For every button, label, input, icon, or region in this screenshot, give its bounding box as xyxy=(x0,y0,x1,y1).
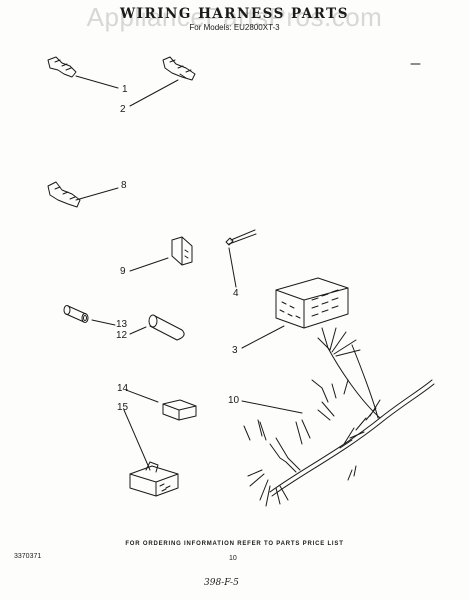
ordering-note: FOR ORDERING INFORMATION REFER TO PARTS … xyxy=(125,541,344,547)
leader-10 xyxy=(241,400,303,414)
leader-3 xyxy=(241,325,285,349)
part-4-tie xyxy=(225,229,257,246)
part-12-tube xyxy=(148,314,185,341)
part-15-connector xyxy=(129,461,179,497)
diagram-title: WIRING HARNESS PARTS xyxy=(120,6,349,22)
watermark: AppliancePartsPros.com xyxy=(86,2,383,32)
page-number: 10 xyxy=(229,555,237,562)
leader-9 xyxy=(129,257,169,272)
part-13-sleeve xyxy=(63,305,89,323)
callout-4: 4 xyxy=(233,288,239,299)
document-code: 3370371 xyxy=(14,553,42,560)
callout-14: 14 xyxy=(117,383,129,394)
callout-2: 2 xyxy=(120,104,126,115)
part-3-housing xyxy=(275,277,349,329)
part-14-plug xyxy=(162,399,197,421)
leader-15 xyxy=(123,409,151,471)
callout-1: 1 xyxy=(122,84,128,95)
callout-3: 3 xyxy=(232,345,238,356)
callout-9: 9 xyxy=(120,266,126,277)
part-9-connector xyxy=(171,236,193,266)
callout-10: 10 xyxy=(228,395,240,406)
part-8-terminal xyxy=(47,181,81,208)
leader-12 xyxy=(129,326,147,335)
callout-15: 15 xyxy=(117,402,129,413)
handwritten-note: 398-F-5 xyxy=(204,578,239,588)
diagram-subtitle: For Models: EU2800XT-3 xyxy=(189,23,280,32)
part-10-harness xyxy=(243,327,435,507)
callout-13: 13 xyxy=(116,319,128,330)
leader-8 xyxy=(75,187,119,201)
leader-4 xyxy=(228,247,237,288)
callout-12: 12 xyxy=(116,330,128,341)
leader-13 xyxy=(91,319,116,326)
part-2-terminal xyxy=(162,56,196,81)
part-1-terminal xyxy=(47,56,77,78)
leader-1 xyxy=(75,75,119,89)
leader-14 xyxy=(125,389,159,403)
leader-2 xyxy=(129,79,179,107)
callout-8: 8 xyxy=(121,180,127,191)
